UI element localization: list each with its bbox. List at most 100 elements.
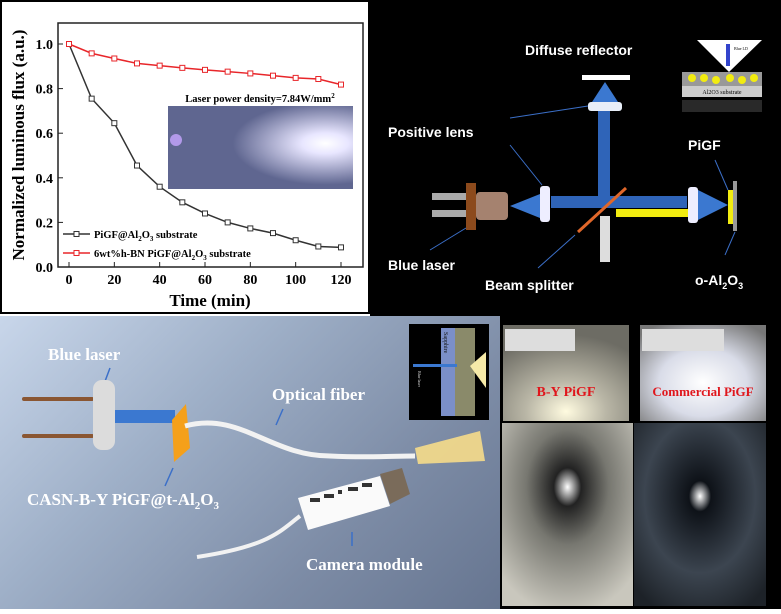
svg-text:Sapphire: Sapphire [442, 332, 448, 354]
data-point [179, 199, 186, 206]
diffuse-reflector-label: Diffuse reflector [525, 42, 633, 58]
x-tick-label: 80 [243, 273, 257, 288]
data-point [134, 60, 140, 67]
data-point [315, 76, 322, 83]
data-point [247, 225, 254, 232]
y-tick-label: 0.4 [36, 172, 54, 187]
x-axis-label: Time (min) [169, 291, 250, 310]
optical-setup-diagram: Diffuse reflector Positive lens Blue las… [370, 0, 781, 316]
positive-lens-label: Positive lens [388, 124, 474, 140]
diffuse-reflector [582, 75, 630, 80]
laser-pin [22, 434, 94, 438]
data-point [202, 210, 208, 217]
y-tick-label: 0.8 [36, 83, 54, 98]
y-tick-label: 1.0 [36, 38, 54, 53]
horizontal-beam [551, 196, 687, 208]
pointer-arrow [275, 408, 284, 426]
svg-text:Blue laser: Blue laser [417, 371, 422, 388]
camera-module [196, 468, 410, 559]
focus-cone-right [698, 190, 728, 220]
yellow-return-beam [616, 209, 688, 217]
data-point [270, 230, 276, 237]
data-point [111, 120, 118, 127]
optical-fiber [184, 420, 416, 460]
data-point [66, 41, 72, 47]
pointer-arrow [164, 467, 174, 487]
laser-setup-photo [168, 106, 353, 189]
pigf-label: PiGF [688, 137, 721, 153]
svg-text:Al2O3 substrate: Al2O3 substrate [702, 90, 741, 96]
beam-splitter-label: Beam splitter [485, 277, 574, 293]
data-point [111, 55, 118, 62]
blue-laser [466, 183, 476, 230]
o-al2o3-substrate [733, 181, 737, 231]
x-tick-label: 120 [331, 273, 352, 288]
optical-fiber-label: Optical fiber [272, 385, 365, 404]
commercial-pigf-tunnel-photo [634, 423, 766, 606]
pigf-layer [728, 190, 733, 224]
camera-module-label: Camera module [306, 555, 423, 574]
university-logo [642, 329, 724, 351]
y-tick-label: 0.6 [36, 127, 54, 142]
pigf-chip [172, 404, 190, 462]
laser-pin [432, 210, 467, 217]
luminous-flux-chart: Laser power density=7.84W/mm2 0 20 40 60 80 1… [0, 0, 370, 314]
data-point [338, 81, 344, 88]
chart-annotation: Laser power density=7.84W/mm2 [185, 92, 335, 105]
blue-laser-label: Blue laser [48, 345, 121, 364]
data-point [134, 162, 140, 169]
beam-splitter [576, 186, 628, 234]
data-point [247, 70, 254, 77]
vertical-beam [598, 111, 610, 206]
university-logo [505, 329, 575, 351]
data-point [88, 50, 95, 57]
data-point [156, 183, 163, 190]
blue-laser-label: Blue laser [388, 257, 455, 273]
light-output [415, 431, 485, 464]
illumination-photos: B-Y PiGF Commercial PiGF [500, 316, 781, 609]
o-al2o3-label: o-Al2O3 [695, 272, 743, 291]
positive-lens-right [688, 187, 698, 223]
data-point [315, 243, 322, 250]
data-point [224, 68, 231, 75]
y-tick-label: 0.0 [36, 261, 54, 276]
laser-beam [115, 410, 175, 423]
svg-text:Blue LD: Blue LD [734, 46, 748, 51]
data-point [202, 66, 208, 73]
output-beam-arrow [600, 216, 610, 262]
positive-lens-left [540, 186, 550, 222]
x-tick-label: 40 [153, 273, 167, 288]
pointer-arrows [429, 105, 736, 269]
pigf-structure-inset: Blue LD Al2O3 substrate [682, 40, 762, 112]
data-point [224, 219, 231, 226]
data-point [88, 95, 95, 102]
legend-label: 6wt%h-BN PiGF@Al2O3 substrate [94, 249, 251, 262]
fiber-camera-diagram: Blue laser Optical fiber CASN-B-Y PiGF@t… [0, 316, 500, 609]
pigf-label: CASN-B-Y PiGF@t-Al2O3 [27, 490, 219, 512]
data-point [156, 62, 163, 69]
by-pigf-label: B-Y PiGF [537, 385, 596, 400]
by-pigf-tunnel-photo [502, 423, 633, 606]
data-point [338, 244, 344, 251]
laser-pin [432, 193, 467, 200]
y-axis-label: Normalized luminous flux (a.u.) [9, 30, 28, 261]
y-tick-label: 0.2 [36, 216, 54, 231]
laser-body [476, 192, 508, 220]
data-point [292, 237, 299, 244]
laser-cone [510, 194, 540, 218]
data-point [292, 74, 299, 81]
plot-frame [57, 22, 364, 268]
laser-pin [22, 397, 94, 401]
data-point [179, 64, 186, 71]
fiber-tip-inset: Sapphire Blue laser [409, 324, 489, 420]
x-tick-label: 100 [285, 273, 306, 288]
commercial-pigf-label: Commercial PiGF [652, 384, 753, 399]
x-tick-label: 0 [66, 273, 73, 288]
x-tick-label: 60 [198, 273, 212, 288]
blue-laser [93, 380, 115, 450]
legend-label: PiGF@Al2O3 substrate [94, 230, 198, 243]
legend-marker [73, 231, 80, 237]
x-tick-label: 20 [107, 273, 121, 288]
luminous-flux-chart-panel: Laser power density=7.84W/mm2 0 20 40 60 80 1… [0, 0, 370, 314]
data-point [270, 72, 276, 79]
